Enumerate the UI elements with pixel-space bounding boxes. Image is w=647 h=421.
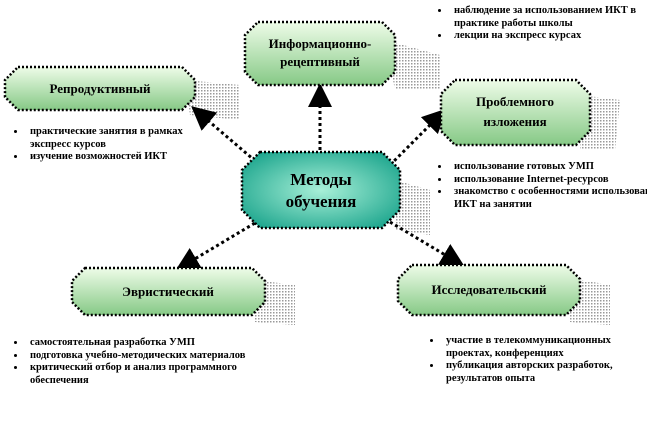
list-item: самостоятельная разработка УМП	[26, 337, 246, 350]
node-info-label-2: рецептивный	[280, 54, 360, 69]
list-item: использование Internet-ресурсов	[450, 174, 647, 187]
arrow-to-problem	[388, 108, 447, 167]
list-item: практические занятия в рамках экспресс к…	[26, 126, 216, 151]
list-heur: самостоятельная разработка УМП подготовк…	[4, 337, 246, 387]
node-problem-label-2: изложения	[483, 114, 546, 129]
node-research	[396, 263, 582, 317]
list-item: публикация авторских разработок, результ…	[442, 360, 647, 385]
list-item: подготовка учебно-методических материало…	[26, 350, 246, 363]
node-info-label-1: Информационно-	[269, 36, 372, 51]
list-item: знакомство с особенностями использования…	[450, 186, 647, 211]
node-shadows	[185, 40, 620, 325]
node-heur	[70, 266, 267, 317]
node-center	[240, 150, 402, 230]
node-center-label-2: обучения	[286, 192, 357, 211]
node-problem-label-1: Проблемного	[476, 94, 554, 109]
node-repro	[3, 65, 197, 112]
node-heur-label: Эвристический	[122, 284, 214, 299]
list-item: использование готовых УМП	[450, 161, 647, 174]
list-item: лекции на экспресс курсах	[450, 30, 647, 43]
arrow-to-repro	[191, 106, 261, 167]
list-item: критический отбор и анализ программного …	[26, 362, 246, 387]
list-item: наблюдение за использованием ИКТ в практ…	[450, 5, 647, 30]
list-research: участие в телекоммуникационных проектах,…	[420, 335, 647, 385]
arrows	[175, 83, 465, 271]
node-center-label-1: Методы	[290, 170, 351, 189]
list-problem: использование готовых УМП использование …	[428, 161, 647, 211]
list-repro: практические занятия в рамках экспресс к…	[4, 126, 216, 164]
list-info: наблюдение за использованием ИКТ в практ…	[428, 5, 647, 43]
node-problem	[439, 78, 592, 147]
node-research-label: Исследовательский	[431, 282, 547, 297]
node-repro-label: Репродуктивный	[50, 81, 151, 96]
list-item: изучение возможностей ИКТ	[26, 151, 216, 164]
arrow-to-research	[389, 220, 465, 267]
list-item: участие в телекоммуникационных проектах,…	[442, 335, 647, 360]
node-info	[243, 20, 397, 87]
arrow-to-heur	[175, 218, 261, 271]
